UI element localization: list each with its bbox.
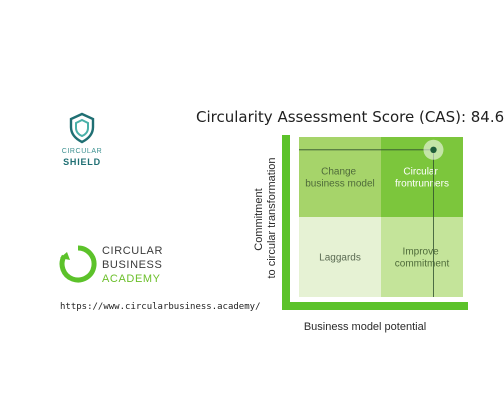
circular-ring-icon bbox=[59, 245, 97, 283]
quadrant-label-improve-commitment: Improve commitment bbox=[395, 247, 450, 270]
score-title: Circularity Assessment Score (CAS): 84.6 bbox=[196, 108, 504, 126]
academy-logo-word-business: BUSINESS bbox=[102, 259, 163, 271]
x-axis-band bbox=[282, 302, 468, 310]
quadrant-label-line: Circular bbox=[403, 167, 438, 178]
quadrant-label-line: Laggards bbox=[319, 253, 361, 264]
circular-shield-logo: CIRCULAR SHIELD bbox=[60, 112, 120, 168]
quadrant-change-business-model bbox=[299, 137, 381, 217]
y-axis-label: Commitment to circular transformation bbox=[253, 157, 278, 278]
y-axis-label-line: to circular transformation bbox=[266, 157, 278, 278]
quadrant-label-laggards: Laggards bbox=[319, 253, 361, 264]
quadrant-circular-frontrunners bbox=[381, 137, 463, 217]
score-marker-point bbox=[430, 146, 437, 153]
shield-logo-word-circular: CIRCULAR bbox=[61, 148, 103, 155]
shield-logo-word-shield: SHIELD bbox=[63, 157, 101, 167]
quadrant-label-line: frontrunners bbox=[395, 179, 449, 190]
academy-url: https://www.circularbusiness.academy/ bbox=[60, 302, 261, 312]
circular-business-academy-logo: CIRCULAR BUSINESS ACADEMY bbox=[58, 244, 188, 288]
academy-logo-word-academy: ACADEMY bbox=[102, 273, 161, 285]
quadrant-label-line: commitment bbox=[395, 259, 450, 270]
quadrant-improve-commitment bbox=[381, 217, 463, 297]
academy-logo-word-circular: CIRCULAR bbox=[102, 245, 164, 257]
quadrant-label-circular-frontrunners: Circular frontrunners bbox=[395, 167, 449, 190]
quadrant-label-change-business-model: Change business model bbox=[305, 167, 374, 190]
y-axis-band bbox=[282, 135, 290, 310]
shield-icon bbox=[69, 112, 95, 144]
quadrant-label-line: business model bbox=[305, 179, 374, 190]
x-axis-label: Business model potential bbox=[304, 321, 426, 333]
y-axis-label-line: Commitment bbox=[253, 188, 265, 250]
quadrant-label-line: Improve bbox=[403, 247, 440, 258]
quadrant-laggards bbox=[299, 217, 381, 297]
quadrant-label-line: Change bbox=[321, 167, 356, 178]
